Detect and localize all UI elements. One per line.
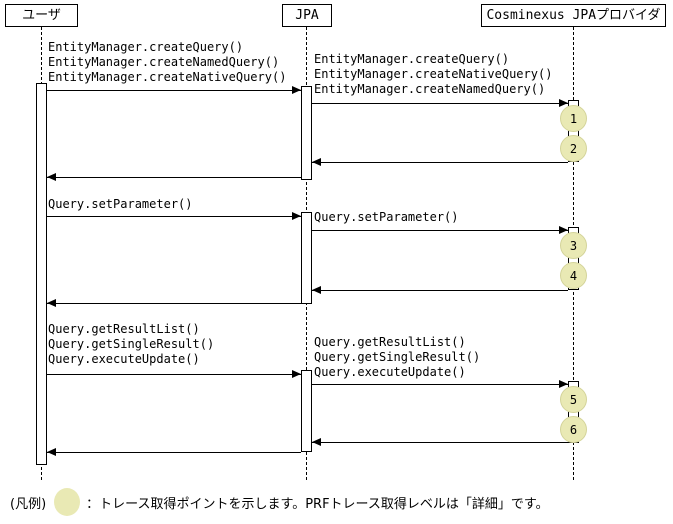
message-label-m6-0: Query.setParameter()	[314, 210, 459, 224]
message-line-m1	[47, 90, 301, 91]
message-line-m12	[47, 452, 301, 453]
message-label-m2-1: EntityManager.createNativeQuery()	[314, 67, 553, 81]
legend-description: ：トレース取得ポイントを示します。PRFトレース取得レベルは「詳細」です。	[86, 496, 549, 512]
message-line-m5	[47, 216, 301, 217]
lifeline-label: JPA	[295, 8, 319, 23]
arrow-head-icon-m11	[312, 438, 321, 446]
trace-point-number: 6	[569, 422, 578, 437]
trace-point-number: 2	[569, 141, 578, 156]
trace-point-4: 4	[560, 262, 587, 289]
message-label-m1-0: EntityManager.createQuery()	[48, 40, 244, 54]
trace-point-number: 4	[569, 268, 578, 283]
arrow-head-icon-m5	[292, 212, 301, 220]
lifeline-header-user: ユーザ	[5, 4, 78, 27]
arrow-head-icon-m6	[559, 226, 568, 234]
lifeline-header-jpa: JPA	[282, 4, 332, 27]
activation-bar-user-act-1	[36, 83, 47, 465]
message-label-m10-0: Query.getResultList()	[314, 335, 466, 349]
lifeline-label: Cosminexus JPAプロバイダ	[486, 8, 661, 23]
trace-point-1: 1	[560, 105, 587, 132]
activation-bar-jpa-act-2	[301, 212, 312, 304]
message-line-m8	[47, 303, 301, 304]
arrow-head-icon-m12	[47, 448, 56, 456]
legend-prefix: (凡例)	[10, 496, 47, 512]
legend: (凡例) ：トレース取得ポイントを示します。PRFトレース取得レベルは「詳細」で…	[10, 488, 549, 516]
message-label-m1-1: EntityManager.createNamedQuery()	[48, 55, 280, 69]
lifeline-header-provider: Cosminexus JPAプロバイダ	[481, 4, 666, 27]
arrow-head-icon-m3	[312, 158, 321, 166]
arrow-head-icon-m9	[292, 370, 301, 378]
arrow-head-icon-m10	[559, 380, 568, 388]
trace-point-number: 5	[569, 392, 578, 407]
message-line-m10	[312, 384, 568, 385]
message-line-m11	[312, 442, 568, 443]
message-label-m2-2: EntityManager.createNamedQuery()	[314, 82, 546, 96]
trace-point-3: 3	[560, 232, 587, 259]
trace-point-number: 3	[569, 238, 578, 253]
lifeline-label: ユーザ	[22, 8, 61, 23]
trace-point-5: 5	[560, 386, 587, 413]
message-line-m4	[47, 177, 301, 178]
activation-bar-jpa-act-3	[301, 370, 312, 452]
message-label-m9-2: Query.executeUpdate()	[48, 352, 200, 366]
message-line-m6	[312, 230, 568, 231]
activation-bar-jpa-act-1	[301, 86, 312, 180]
arrow-head-icon-m1	[292, 86, 301, 94]
trace-point-2: 2	[560, 135, 587, 162]
message-label-m9-1: Query.getSingleResult()	[48, 337, 215, 351]
message-label-m9-0: Query.getResultList()	[48, 322, 200, 336]
message-label-m5-0: Query.setParameter()	[48, 197, 193, 211]
message-line-m3	[312, 162, 568, 163]
arrow-head-icon-m2	[559, 99, 568, 107]
message-label-m1-2: EntityManager.createNativeQuery()	[48, 70, 287, 84]
trace-point-6: 6	[560, 416, 587, 443]
arrow-head-icon-m8	[47, 299, 56, 307]
arrow-head-icon-m4	[47, 173, 56, 181]
message-line-m9	[47, 374, 301, 375]
message-label-m10-2: Query.executeUpdate()	[314, 365, 466, 379]
trace-point-number: 1	[569, 111, 578, 126]
arrow-head-icon-m7	[312, 286, 321, 294]
trace-point-icon	[54, 488, 81, 516]
message-line-m7	[312, 290, 568, 291]
message-label-m10-1: Query.getSingleResult()	[314, 350, 481, 364]
message-label-m2-0: EntityManager.createQuery()	[314, 52, 510, 66]
message-line-m2	[312, 103, 568, 104]
